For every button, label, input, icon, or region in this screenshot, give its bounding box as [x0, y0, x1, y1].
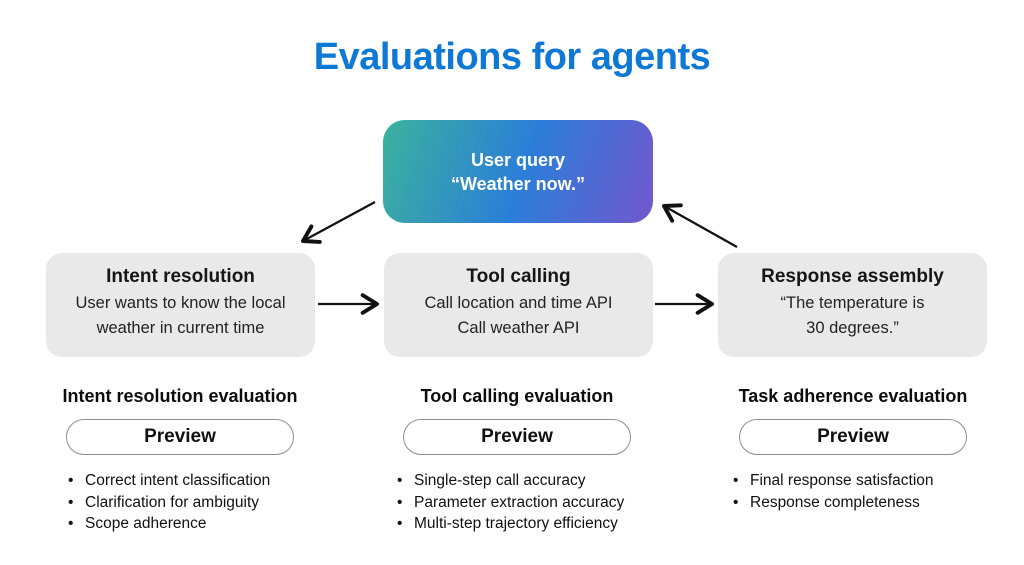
- stage-description-line: “The temperature is: [780, 294, 925, 312]
- stage-title: Response assembly: [761, 266, 944, 287]
- bullet-item: Response completeness: [733, 492, 934, 514]
- stage-description-line: Call weather API: [457, 319, 580, 337]
- eval-title-intent-resolution: Intent resolution evaluation: [62, 386, 298, 406]
- bullet-item: Scope adherence: [68, 513, 270, 535]
- user-query-line: “Weather now.”: [450, 173, 585, 194]
- arrow-response-to-userquery: [662, 203, 738, 248]
- bullet-item: Correct intent classification: [68, 470, 270, 492]
- user-query-box: User query “Weather now.”: [383, 120, 653, 223]
- eval-bullets-intent-resolution: Correct intent classification Clarificat…: [68, 470, 270, 535]
- eval-bullets-tool-calling: Single-step call accuracy Parameter extr…: [397, 470, 624, 535]
- stage-description-line: User wants to know the local: [75, 294, 286, 312]
- stage-title: Intent resolution: [106, 266, 255, 287]
- stage-box-tool-calling: Tool calling Call location and time API …: [384, 253, 653, 357]
- stage-box-response-assembly: Response assembly “The temperature is 30…: [718, 253, 987, 357]
- stage-box-intent-resolution: Intent resolution User wants to know the…: [46, 253, 315, 357]
- slide-title: Evaluations for agents: [313, 36, 711, 78]
- arrow-userquery-to-intent: [301, 201, 376, 244]
- bullet-item: Final response satisfaction: [733, 470, 934, 492]
- eval-title-task-adherence: Task adherence evaluation: [738, 386, 968, 406]
- stage-title: Tool calling: [466, 266, 571, 287]
- user-query-line: User query: [470, 149, 566, 170]
- stage-description-line: 30 degrees.”: [806, 319, 899, 337]
- bullet-item: Multi-step trajectory efficiency: [397, 513, 624, 535]
- eval-title-tool-calling: Tool calling evaluation: [420, 386, 614, 406]
- preview-badge: Preview: [739, 419, 967, 455]
- stage-description-line: weather in current time: [96, 319, 265, 337]
- preview-badge: Preview: [403, 419, 631, 455]
- bullet-item: Single-step call accuracy: [397, 470, 624, 492]
- bullet-item: Clarification for ambiguity: [68, 492, 270, 514]
- stage-description-line: Call location and time API: [424, 294, 613, 312]
- bullet-item: Parameter extraction accuracy: [397, 492, 624, 514]
- preview-badge: Preview: [66, 419, 294, 455]
- eval-bullets-task-adherence: Final response satisfaction Response com…: [733, 470, 934, 513]
